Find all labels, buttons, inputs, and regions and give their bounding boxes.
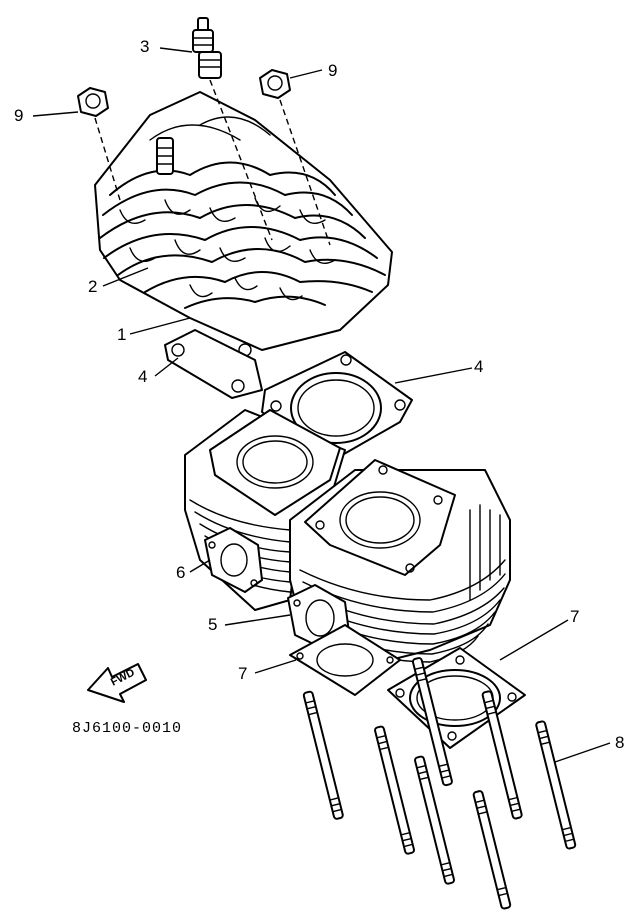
callout-9-left: 9 bbox=[14, 106, 24, 125]
callout-8: 8 bbox=[615, 733, 625, 752]
head-gasket-small bbox=[164, 329, 263, 399]
callout-2: 2 bbox=[88, 277, 98, 296]
callout-7-right: 7 bbox=[570, 607, 580, 626]
base-gasket-right bbox=[387, 647, 526, 749]
cylinder-head bbox=[94, 91, 393, 357]
callout-7-left: 7 bbox=[238, 664, 248, 683]
callout-4-right: 4 bbox=[474, 357, 484, 376]
forward-arrow-icon: FWD bbox=[87, 663, 147, 703]
stud-bolts bbox=[302, 657, 577, 910]
callout-5: 5 bbox=[208, 615, 218, 634]
diagram-code: 8J6100-0010 bbox=[72, 720, 183, 737]
base-gasket-left bbox=[289, 624, 401, 696]
spark-plug-installed bbox=[156, 137, 174, 175]
nut-right bbox=[259, 69, 291, 99]
spark-plug bbox=[192, 17, 222, 79]
leader-lines bbox=[32, 47, 611, 763]
callout-4-left: 4 bbox=[138, 367, 148, 386]
nut-left bbox=[77, 87, 109, 117]
callout-6: 6 bbox=[176, 563, 186, 582]
callout-9-right: 9 bbox=[328, 61, 338, 80]
callout-3: 3 bbox=[140, 37, 150, 56]
exhaust-gasket bbox=[204, 527, 263, 593]
callout-1: 1 bbox=[117, 325, 127, 344]
